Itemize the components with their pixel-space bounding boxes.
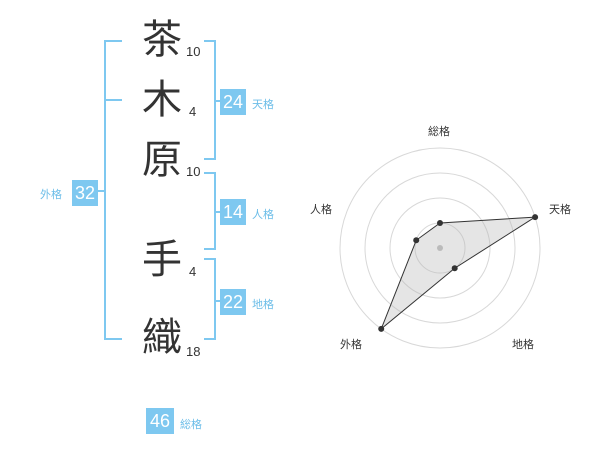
name-char-2: 木 xyxy=(142,77,182,123)
chikaku-bracket xyxy=(204,258,216,340)
name-char-1: 茶 xyxy=(142,17,182,63)
radar-label-soukaku: 総格 xyxy=(428,125,450,138)
radar-point-3 xyxy=(451,265,458,272)
radar-point-2 xyxy=(532,214,539,221)
jinkaku-tick xyxy=(214,211,222,213)
radar-center xyxy=(437,245,443,251)
stroke-count-4: 4 xyxy=(189,264,197,279)
tenkaku-badge: 24 xyxy=(220,89,246,115)
stroke-count-5: 18 xyxy=(186,344,201,359)
radar-label-jinkaku: 人格 xyxy=(310,203,332,216)
radar-point-1 xyxy=(437,220,443,226)
chikaku-badge: 22 xyxy=(220,289,246,315)
name-char-3: 原 xyxy=(142,137,182,183)
soukaku-badge: 46 xyxy=(146,408,174,434)
chikaku-tick xyxy=(214,300,222,302)
radar-label-tenkaku: 天格 xyxy=(549,203,571,216)
radar-point-5 xyxy=(413,237,420,244)
name-char-5: 織 xyxy=(142,315,182,361)
radar-label-gaikaku: 外格 xyxy=(340,338,362,351)
stroke-count-3: 10 xyxy=(186,164,201,179)
chikaku-label: 地格 xyxy=(252,298,274,311)
jinkaku-badge: 14 xyxy=(220,199,246,225)
radar-ring xyxy=(389,197,491,299)
stroke-count-2: 4 xyxy=(189,104,197,119)
soukaku-label: 総格 xyxy=(180,418,202,431)
tenkaku-label: 天格 xyxy=(252,98,274,111)
tenkaku-tick xyxy=(214,100,222,102)
radar-label-chikaku: 地格 xyxy=(512,338,534,351)
name-char-4: 手 xyxy=(142,237,182,283)
radar-ring xyxy=(339,147,541,349)
gaikaku-inner-tick xyxy=(104,99,122,101)
stroke-count-1: 10 xyxy=(186,44,201,59)
gaikaku-label: 外格 xyxy=(40,188,62,201)
jinkaku-label: 人格 xyxy=(252,208,274,221)
radar-ring xyxy=(364,172,516,324)
gaikaku-badge: 32 xyxy=(72,180,98,206)
gaikaku-inner-tick xyxy=(94,190,106,192)
radar-point-4 xyxy=(378,325,385,332)
radar-polygon xyxy=(380,216,536,330)
